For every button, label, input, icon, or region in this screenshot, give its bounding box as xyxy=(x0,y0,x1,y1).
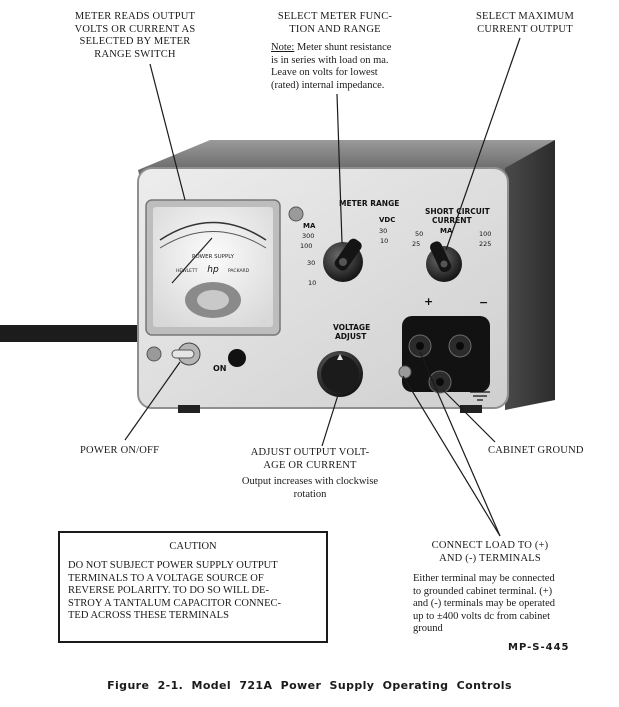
on-lamp xyxy=(228,349,246,367)
note-label: Note: xyxy=(271,42,295,53)
screw-top-icon xyxy=(288,206,304,222)
leader-power xyxy=(124,361,181,441)
short-circuit-knob[interactable] xyxy=(426,240,462,282)
ma-300: 300 xyxy=(302,232,314,240)
case-side xyxy=(505,140,555,410)
power-toggle-switch[interactable] xyxy=(171,342,201,366)
leader-ground xyxy=(442,389,496,443)
on-label: ON xyxy=(213,364,227,373)
sc-ma: MA xyxy=(440,227,453,235)
leader-short-circuit xyxy=(445,37,521,251)
connect-load-sub: Either terminal may be connected to grou… xyxy=(413,573,555,634)
vdc-30: 30 xyxy=(379,227,387,235)
panel-meter: POWER SUPPLY HEWLETT PACKARD hp xyxy=(145,199,281,336)
adjust-output-sub: Output increases with clockwise rotation xyxy=(241,476,379,500)
sc-50: 50 xyxy=(415,230,423,238)
connect-load-label: CONNECT LOAD TO (+) AND (-) TERMINALS xyxy=(431,540,549,564)
meter-note: Note: Meter shunt resistance is in serie… xyxy=(271,42,392,91)
minus-terminal-label: − xyxy=(479,296,488,309)
figure-caption: Figure 2-1. Model 721A Power Supply Oper… xyxy=(107,679,512,692)
plus-terminal-label: + xyxy=(424,295,433,308)
power-cable xyxy=(0,325,140,342)
adjust-output-label: ADJUST OUTPUT VOLT- AGE OR CURRENT xyxy=(250,447,370,471)
ma-100: 100 xyxy=(300,242,312,250)
ma-10: 10 xyxy=(308,279,316,287)
reference-code: MP-S-445 xyxy=(508,642,570,653)
plus-terminal[interactable] xyxy=(408,334,432,358)
meter-face-brand-left: HEWLETT xyxy=(176,268,198,274)
vdc-10: 10 xyxy=(380,237,388,245)
leader-voltage-adjust xyxy=(321,394,339,447)
meter-face-title: POWER SUPPLY xyxy=(192,254,235,260)
screw-right-icon xyxy=(398,365,412,379)
ground-symbol-icon xyxy=(470,384,490,401)
short-circuit-title-2: CURRENT xyxy=(432,216,473,225)
meter-face-brand-right: PACKARD xyxy=(228,268,250,274)
caution-text: DO NOT SUBJECT POWER SUPPLY OUTPUT TERMI… xyxy=(68,560,282,621)
meter-face-logo: hp xyxy=(207,265,219,275)
meter-reads-label: METER READS OUTPUT VOLTS OR CURRENT AS S… xyxy=(74,11,196,60)
sc-100: 100 xyxy=(479,230,491,238)
meter-range-ma: MA xyxy=(303,222,316,230)
sc-25: 25 xyxy=(412,240,420,248)
meter-range-vdc: VDC xyxy=(379,216,395,224)
voltage-adjust-knob[interactable] xyxy=(317,351,363,397)
ground-terminal[interactable] xyxy=(428,370,452,394)
cabinet-ground-label: CABINET GROUND xyxy=(488,445,584,456)
ma-30: 30 xyxy=(307,259,315,267)
leader-meter xyxy=(149,63,186,201)
foot-left xyxy=(178,405,200,413)
voltage-adjust-title-2: ADJUST xyxy=(335,332,367,341)
select-max-label: SELECT MAXIMUM CURRENT OUTPUT xyxy=(476,11,574,35)
minus-terminal[interactable] xyxy=(448,334,472,358)
leader-lines xyxy=(124,37,521,537)
select-meter-label: SELECT METER FUNC- TION AND RANGE xyxy=(277,11,393,35)
terminal-block xyxy=(402,316,490,392)
foot-right xyxy=(460,405,482,413)
leader-meter-range xyxy=(336,93,343,244)
leader-load-minus xyxy=(402,375,501,537)
leader-load-plus xyxy=(419,351,501,537)
sc-225: 225 xyxy=(479,240,491,248)
caution-box: CAUTION DO NOT SUBJECT POWER SUPPLY OUTP… xyxy=(58,531,328,643)
screw-left-icon xyxy=(146,346,162,362)
caution-title: CAUTION xyxy=(169,541,217,552)
power-onoff-label: POWER ON/OFF xyxy=(80,445,160,456)
short-circuit-title-1: SHORT CIRCUIT xyxy=(425,207,491,216)
voltage-adjust-title-1: VOLTAGE xyxy=(333,323,370,332)
meter-range-title: METER RANGE xyxy=(339,199,399,208)
meter-range-knob[interactable] xyxy=(323,237,364,282)
